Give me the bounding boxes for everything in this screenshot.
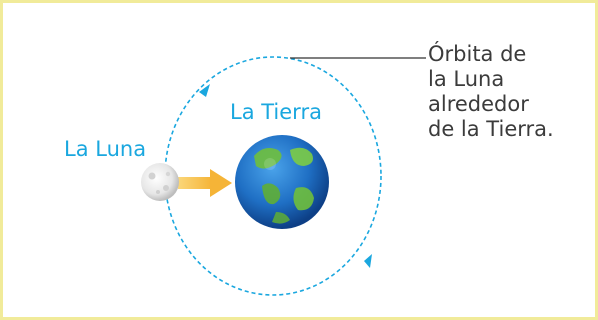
moon-label: La Luna: [64, 137, 147, 161]
orbit-direction-arrow-bottom-icon: [364, 254, 372, 268]
arrow-right-icon: [178, 169, 232, 197]
annotation-line-3: alrededor: [428, 92, 529, 116]
moon-icon: [141, 163, 179, 201]
annotation-line-1: Órbita de: [428, 42, 527, 66]
orbit-annotation: Órbita de la Luna alrededor de la Tierra…: [428, 42, 554, 142]
orbit-direction-arrow-top-icon: [199, 84, 210, 97]
earth-label: La Tierra: [230, 100, 322, 124]
earth-icon: [235, 135, 329, 229]
annotation-line-4: de la Tierra.: [428, 117, 554, 141]
annotation-line-2: la Luna: [428, 67, 505, 91]
moon-orbit: [164, 56, 382, 296]
